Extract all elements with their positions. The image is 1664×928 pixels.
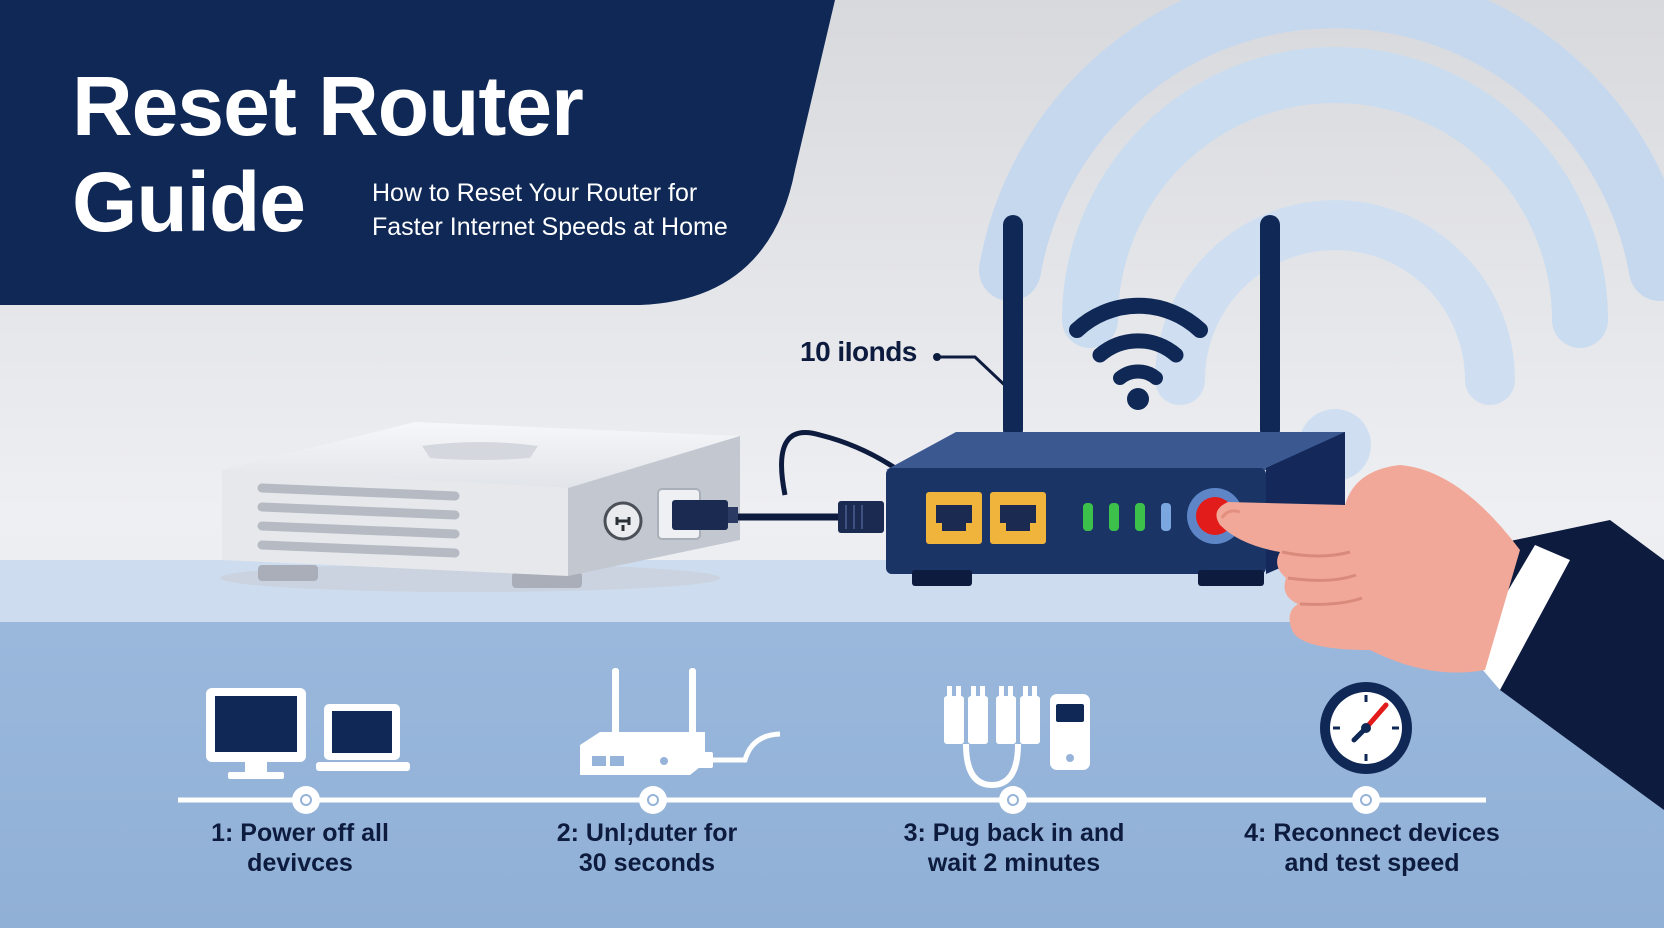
page-subtitle: How to Reset Your Router for Faster Inte… [372,176,728,244]
step-4-line-2: and test speed [1284,849,1460,877]
step-4-caption: 4: Reconnect devices and test speed [1222,818,1522,878]
callout-dot [933,353,941,361]
step-2-line-1: 2: Unl;duter for [556,819,738,847]
step-3-line-2: wait 2 minutes [927,849,1101,877]
plug-phone-icon [944,686,1090,789]
timeline-node-4 [1352,786,1380,814]
background-wifi-arcs [979,0,1664,481]
timeline-nodes [292,786,1380,814]
step-3-caption: 3: Pug back in and wait 2 minutes [864,818,1164,878]
status-leds [1083,503,1171,531]
title-line-1: Reset Router [72,59,584,153]
router-antenna-right [1260,215,1280,440]
callout-leader [937,355,1014,394]
page-title: Reset Router Guide [72,58,584,250]
step-3-line-1: 3: Pug back in and [903,819,1125,847]
speedometer-icon [1320,682,1412,774]
router-antenna-left [1003,215,1023,440]
title-line-2: Guide [72,155,306,249]
timeline-node-2 [639,786,667,814]
hand-pointer [1216,465,1664,810]
header-panel [0,0,835,305]
step-4-line-1: 4: Reconnect devices [1244,819,1500,847]
subtitle-line-2: Faster Internet Speeds at Home [372,213,728,241]
timeline-node-1 [292,786,320,814]
subtitle-line-1: How to Reset Your Router for [372,179,698,207]
step-2-caption: 2: Unl;duter for 30 seconds [497,818,797,878]
router-unplug-icon [580,668,781,775]
monitor-laptop-icon [206,688,410,779]
step-1-line-1: 1: Power off all [211,819,389,847]
timeline-node-3 [999,786,1027,814]
ethernet-cable [672,430,897,533]
step-1-caption: 1: Power off all devivces [150,818,450,878]
callout-label: 10 iIonds [800,336,917,367]
step-1-line-2: devivces [247,849,353,877]
wifi-icon [1069,297,1208,410]
router [886,215,1345,586]
step-2-line-2: 30 seconds [578,849,716,877]
